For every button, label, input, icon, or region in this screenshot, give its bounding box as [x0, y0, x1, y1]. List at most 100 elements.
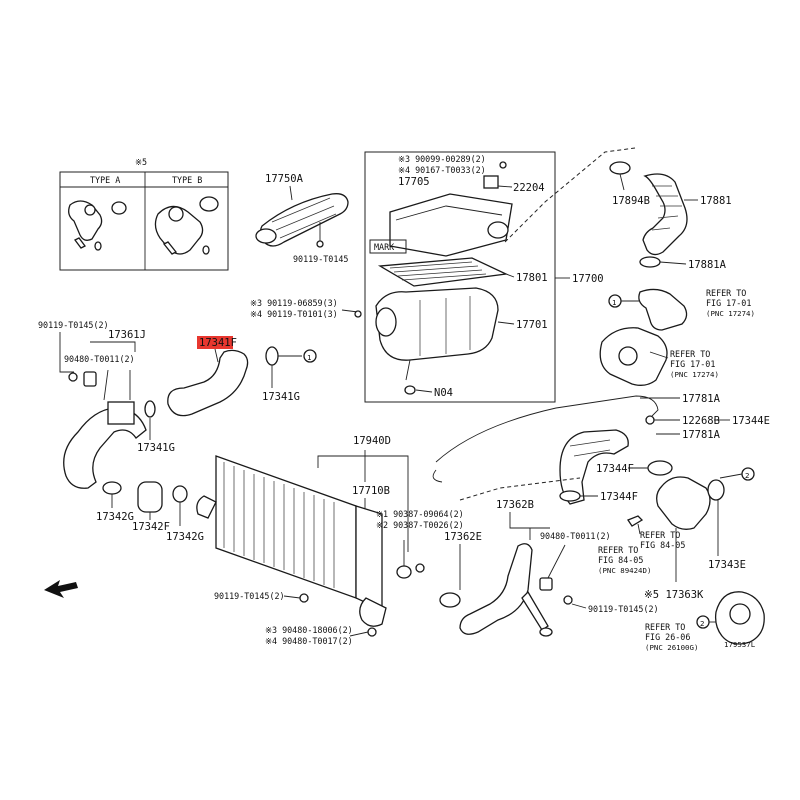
circle-1-left — [303, 349, 317, 363]
type-a-label: TYPE A — [90, 175, 120, 185]
intercooler-assy-label: 17940D — [353, 435, 391, 447]
refer-lower-fig: FIG 17-01 — [670, 359, 715, 369]
refer-upper-title: REFER TO — [706, 288, 746, 298]
intercooler-outlet — [359, 597, 387, 627]
intercooler-cover-label: 17710B — [352, 485, 390, 497]
air-hose-17881 — [642, 173, 688, 256]
side-bolt-1: ※3 90119-06859(3) — [250, 298, 338, 308]
clamp-left-2-label: 17342G — [96, 511, 134, 523]
refer-b-title: REFER TO — [598, 545, 638, 555]
dashed-link-upper — [504, 147, 636, 243]
clamp-left-1-label: 17341G — [137, 442, 175, 454]
clamp-17894b-label: 17894B — [612, 195, 650, 207]
type-b-fitting — [154, 196, 219, 255]
left-bolt-1: 90119-T0145(2) — [38, 320, 109, 330]
cleaner-cap-label: 17705 — [398, 176, 430, 188]
left-bolt-2: 90480-T0011(2) — [64, 354, 135, 364]
type-a-fitting — [68, 200, 127, 251]
clamp-17341g-label: 17341G — [262, 391, 300, 403]
elbow-label: 17343E — [708, 559, 746, 571]
clamp-17881a-label: 17881A — [688, 259, 727, 271]
clamp-17344f-b-label: 17344F — [600, 491, 638, 503]
refer-lower-title: REFER TO — [670, 349, 710, 359]
cleaner-cap — [389, 193, 513, 257]
right-group: 17781A 12268B 17344E 17781A 17344F 17344… — [432, 393, 770, 652]
cleaner-bolt-1: ※3 90099-00289(2) — [398, 154, 486, 164]
clamp-17894b — [609, 161, 631, 175]
air-cleaner-group: ※3 90099-00289(2) ※4 90167-T0033(2) 1770… — [250, 151, 604, 403]
clamp-17344f-a-label: 17344F — [596, 463, 634, 475]
front-arrow-icon — [44, 580, 78, 598]
clamp-pipe-e — [439, 592, 461, 608]
inlet-duct-group: 17750A 90119-T0145 — [255, 173, 349, 264]
inlet-bolt-label: 90119-T0145 — [293, 254, 348, 264]
clamp-left-3-label: 17342G — [166, 531, 204, 543]
circle-1-left-text: 1 — [307, 353, 311, 362]
refer-c-title: REFER TO — [645, 622, 685, 632]
refer-upper-pnc: (PNC 17274) — [706, 309, 755, 318]
mark-tag: MARK — [374, 242, 395, 252]
ic-bolt-4: ※3 90480-18006(2) — [265, 625, 353, 635]
refer-a-title: REFER TO — [640, 530, 680, 540]
right-bolt-1: 90480-T0011(2) — [540, 531, 611, 541]
cleaner-case — [375, 287, 499, 361]
hose-17341f — [167, 349, 249, 417]
pipe-e-label: 17362E — [444, 531, 482, 543]
ic-bolt-3: 90119-T0145(2) — [214, 591, 285, 601]
refer-lower-pnc: (PNC 17274) — [670, 370, 719, 379]
refer-c-pnc: (PNC 26100G) — [645, 643, 698, 652]
variant-table: ※5 TYPE A TYPE B — [59, 157, 229, 271]
grommet — [404, 385, 416, 395]
right-bolt-2: 90119-T0145(2) — [588, 604, 659, 614]
circle-2-upper-text: 2 — [745, 471, 749, 480]
cleaner-bolt-2: ※4 90167-T0033(2) — [398, 165, 486, 175]
clip-b-label: 17781A — [682, 429, 721, 441]
vacuum-line — [435, 395, 659, 463]
left-hose-label: 17342F — [132, 521, 170, 533]
sensor-label: 22204 — [513, 182, 545, 194]
cleaner-assy-label: 17700 — [572, 273, 604, 285]
upper-right-group: 17894B 17881 17881A 1 REFER TO FIG 17-01… — [599, 161, 755, 386]
ic-bolt-5: ※4 90480-T0017(2) — [265, 636, 353, 646]
refer-a-pnc: (PNC 89424D) — [598, 566, 651, 575]
elbow-17343e — [656, 476, 711, 530]
hose-17881-label: 17881 — [700, 195, 732, 207]
left-hose-17342f — [137, 481, 163, 513]
side-bolt-2: ※4 90119-T0101(3) — [250, 309, 338, 319]
clip-a-label: 17781A — [682, 393, 721, 405]
elbow-upper — [638, 288, 688, 331]
circle-1-right-text: 1 — [612, 298, 616, 307]
clamp-17881a — [639, 256, 661, 268]
type-b-label: TYPE B — [172, 175, 202, 185]
figure-id: 179537L — [724, 640, 756, 649]
left-pipe-label: 17361J — [108, 329, 146, 341]
element-label: 17801 — [516, 272, 548, 284]
clamp-17344f-b — [559, 490, 581, 502]
clamp-17341g — [265, 346, 279, 366]
intercooler-pipe-17362b — [459, 543, 533, 635]
ic-bolt-2: ※2 90387-T0026(2) — [376, 520, 464, 530]
clamp-17344f-a — [647, 460, 673, 476]
highlight-hose-group: 17341F 1 17341G — [167, 336, 317, 417]
air-cleaner-frame — [364, 151, 556, 403]
refer-upper-fig: FIG 17-01 — [706, 298, 751, 308]
grommet-label: N04 — [434, 387, 453, 399]
clamp-k-label: ※5 17363K — [644, 589, 704, 601]
grommet-right-label: 12268B — [682, 415, 720, 427]
air-flow-sensor — [483, 175, 499, 189]
bracket-label: 17344E — [732, 415, 770, 427]
clamp-left-3 — [172, 485, 188, 503]
left-group: 90119-T0145(2) 17361J 90480-T0011(2) 173… — [38, 320, 204, 543]
highlight-part-label: 17341F — [199, 337, 237, 349]
variant-mark: ※5 — [135, 157, 147, 167]
ic-bolt-1: ※1 90387-09064(2) — [376, 509, 464, 519]
intercooler-core — [215, 455, 357, 599]
highlight-box — [197, 336, 233, 349]
clamp-left-1 — [144, 400, 156, 418]
intercooler-group: 17940D 17710B ※1 90387-09064(2) ※2 90387… — [196, 435, 464, 646]
refer-a-fig: FIG 84-05 — [640, 540, 685, 550]
refer-b-fig: FIG 84-05 — [598, 555, 643, 565]
inlet-duct-label: 17750A — [265, 173, 304, 185]
case-label: 17701 — [516, 319, 548, 331]
